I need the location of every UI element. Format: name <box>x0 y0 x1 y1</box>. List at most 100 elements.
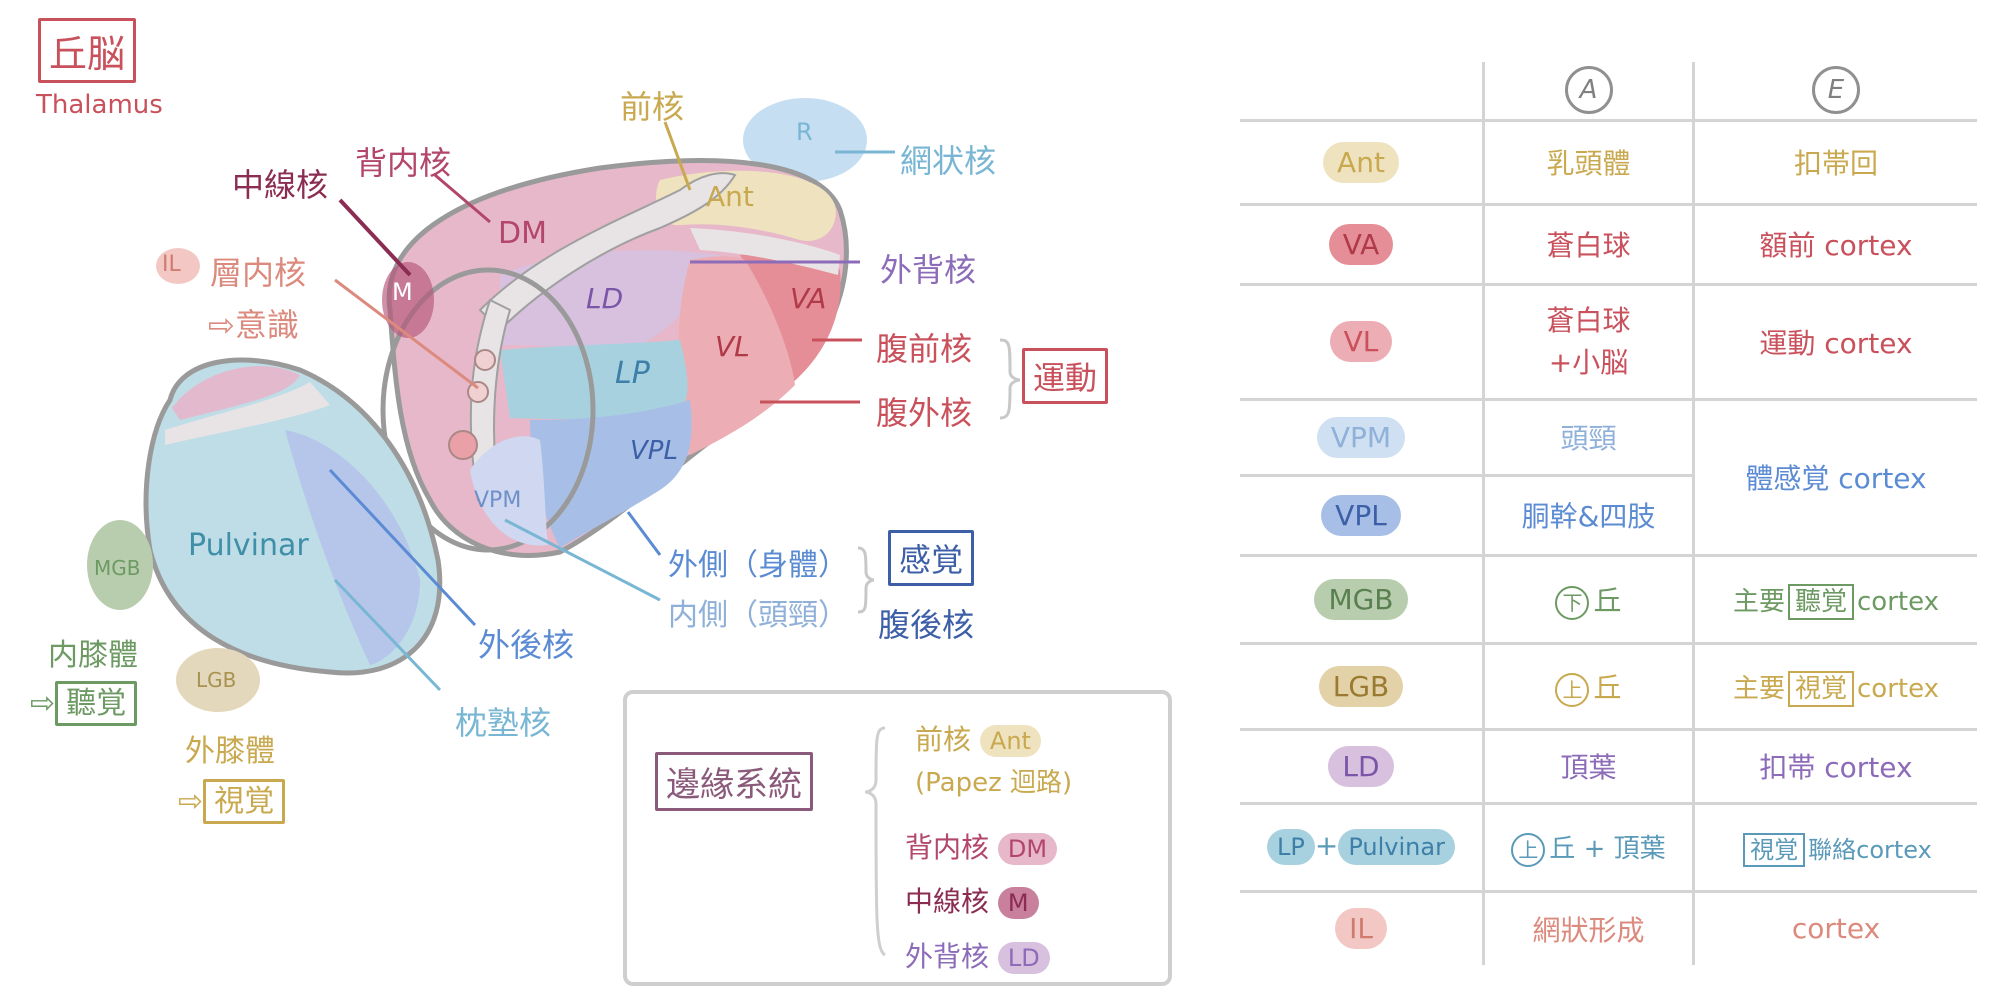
label-ventral-lateral-nucleus: 腹外核 <box>876 394 973 432</box>
pill-vpl: VPL <box>1321 494 1401 536</box>
efferent-post: cortex <box>1857 586 1940 617</box>
afferent-text: 丘 <box>1593 670 1622 704</box>
nucleus-mgb: MGB <box>94 556 141 580</box>
limbic-item-m: 中線核 M <box>905 880 1039 920</box>
vpl-region <box>530 400 692 548</box>
pulvinar-gray-band <box>165 382 330 445</box>
label-lateral-body: 外側（身體） <box>668 548 848 583</box>
nucleus-cell: LD <box>1240 729 1485 805</box>
table-header-row: A E <box>1240 62 1977 122</box>
nucleus-cell: MGB <box>1240 555 1485 645</box>
label-consciousness: ⇨意識 <box>208 306 299 344</box>
pill-vpm: VPM <box>1316 416 1406 458</box>
dm-pointer <box>434 173 491 224</box>
nucleus-vpm: VPM <box>474 488 522 513</box>
limbic-item-papez: (Papez 迴路) <box>915 768 1073 798</box>
afferent-cell: 蒼白球 <box>1483 204 1695 286</box>
lgb-shape <box>176 648 260 712</box>
reticular-nucleus-shape <box>743 98 867 182</box>
efferent-post: 聯絡cortex <box>1808 835 1932 864</box>
afferent-circle: 上 <box>1511 832 1546 867</box>
pill-va: VA <box>1328 223 1394 265</box>
pill-mgb: MGB <box>1314 578 1408 620</box>
efferent-cell: 運動 cortex <box>1693 284 1977 401</box>
label-visual: ⇨視覚 <box>178 776 286 824</box>
label-pulvinar-nucleus: 枕塾核 <box>455 704 552 742</box>
vpm-region <box>470 436 548 546</box>
efferent-pre: 主要 <box>1732 673 1785 704</box>
pulvinar-top-pink <box>172 366 300 420</box>
limbic-item-ld: 外背核 LD <box>905 935 1050 975</box>
nucleus-r: R <box>796 118 813 146</box>
lp-region <box>500 340 688 420</box>
lp-pointer <box>328 468 477 627</box>
table-row-ant: Ant 乳頭體 扣帯回 <box>1240 120 1977 206</box>
header-efferent: E <box>1693 62 1977 122</box>
table-row-va: VA 蒼白球 額前 cortex <box>1240 204 1977 286</box>
afferent-cell: 乳頭體 <box>1483 120 1695 206</box>
afferent-cell: 蒼白球 +小脳 <box>1483 284 1695 401</box>
efferent-cell: 扣帯回 <box>1693 120 1977 206</box>
table-row-vpl: VPL 胴幹&四肢 <box>1240 475 1977 557</box>
table-row-vpm: VPM 頭頸 體感覚 cortex <box>1240 399 1977 557</box>
table-row-vl: VL 蒼白球 +小脳 運動 cortex <box>1240 284 1977 401</box>
nucleus-m: M <box>392 278 413 306</box>
label-dorsomedial-nucleus: 背内核 <box>355 144 452 182</box>
limbic-pill-m: M <box>997 887 1039 919</box>
header-nucleus <box>1240 62 1485 122</box>
afferent-cell: 頂葉 <box>1483 729 1695 805</box>
afferent-cell: 頭頸 <box>1483 399 1695 477</box>
pill-vl: VL <box>1329 321 1393 362</box>
efferent-post: cortex <box>1857 673 1940 704</box>
sensory-bracket <box>857 546 875 614</box>
vpm-pointer <box>504 518 661 602</box>
nucleus-cell: VA <box>1240 204 1485 286</box>
label-auditory: ⇨聽覚 <box>30 678 138 726</box>
efferent-pre: 主要 <box>1732 586 1785 617</box>
limbic-item-dm: 背内核 DM <box>905 826 1058 866</box>
plus-sign: + <box>1314 829 1339 862</box>
afferent-circle: 上 <box>1555 672 1590 707</box>
reference-table: A E Ant 乳頭體 扣帯回 VA 蒼白球 額前 cortex VL 蒼白球 … <box>1240 62 1977 965</box>
pulvinar-blue-region <box>285 430 420 665</box>
nucleus-cell: VPL <box>1240 475 1485 557</box>
pill-pulvinar: Pulvinar <box>1338 829 1455 865</box>
efferent-box: 視覚 <box>1743 832 1806 867</box>
label-medial-head: 内側（頭頸） <box>668 598 848 633</box>
afferent-text: 丘 <box>1593 583 1622 617</box>
visual-box: 視覚 <box>203 779 286 824</box>
limbic-item-label: 背内核 <box>905 831 990 864</box>
motor-bracket <box>999 338 1021 420</box>
nucleus-cell: LP+Pulvinar <box>1240 803 1485 893</box>
il-pointer <box>334 278 479 390</box>
il-circle-3 <box>448 430 478 460</box>
limbic-pill-ant: Ant <box>979 725 1041 757</box>
label-anterior-nucleus: 前核 <box>620 88 685 126</box>
nucleus-cell: IL <box>1240 891 1485 965</box>
afferent-cell: 網狀形成 <box>1483 891 1695 965</box>
nucleus-cell: Ant <box>1240 120 1485 206</box>
midline-nucleus-shape <box>382 262 434 338</box>
il-circle-1 <box>474 349 496 371</box>
pill-il: IL <box>1335 908 1387 950</box>
label-intralaminar-nucleus: 層内核 <box>210 254 307 292</box>
m-pointer <box>338 198 412 277</box>
label-medial-geniculate: 内膝體 <box>48 638 138 673</box>
efferent-cell: cortex <box>1791 912 1881 946</box>
nucleus-vl: VL <box>715 330 750 363</box>
nucleus-cell: VPM <box>1240 399 1485 477</box>
label-lateral-geniculate: 外膝體 <box>185 734 275 769</box>
nucleus-va: VA <box>790 282 827 315</box>
pill-ant: Ant <box>1323 141 1399 183</box>
afferent-text: 丘 + 頂葉 <box>1549 833 1666 864</box>
efferent-cell: 扣帯 cortex <box>1693 729 1977 805</box>
il-circle-2 <box>467 381 489 403</box>
efferent-box: 視覚 <box>1787 670 1854 707</box>
table-row-ld: LD 頂葉 扣帯 cortex <box>1240 729 1977 805</box>
nucleus-pulvinar: Pulvinar <box>188 528 309 563</box>
afferent-cell: 下丘 <box>1483 555 1695 645</box>
header-a-circle: A <box>1564 66 1613 115</box>
